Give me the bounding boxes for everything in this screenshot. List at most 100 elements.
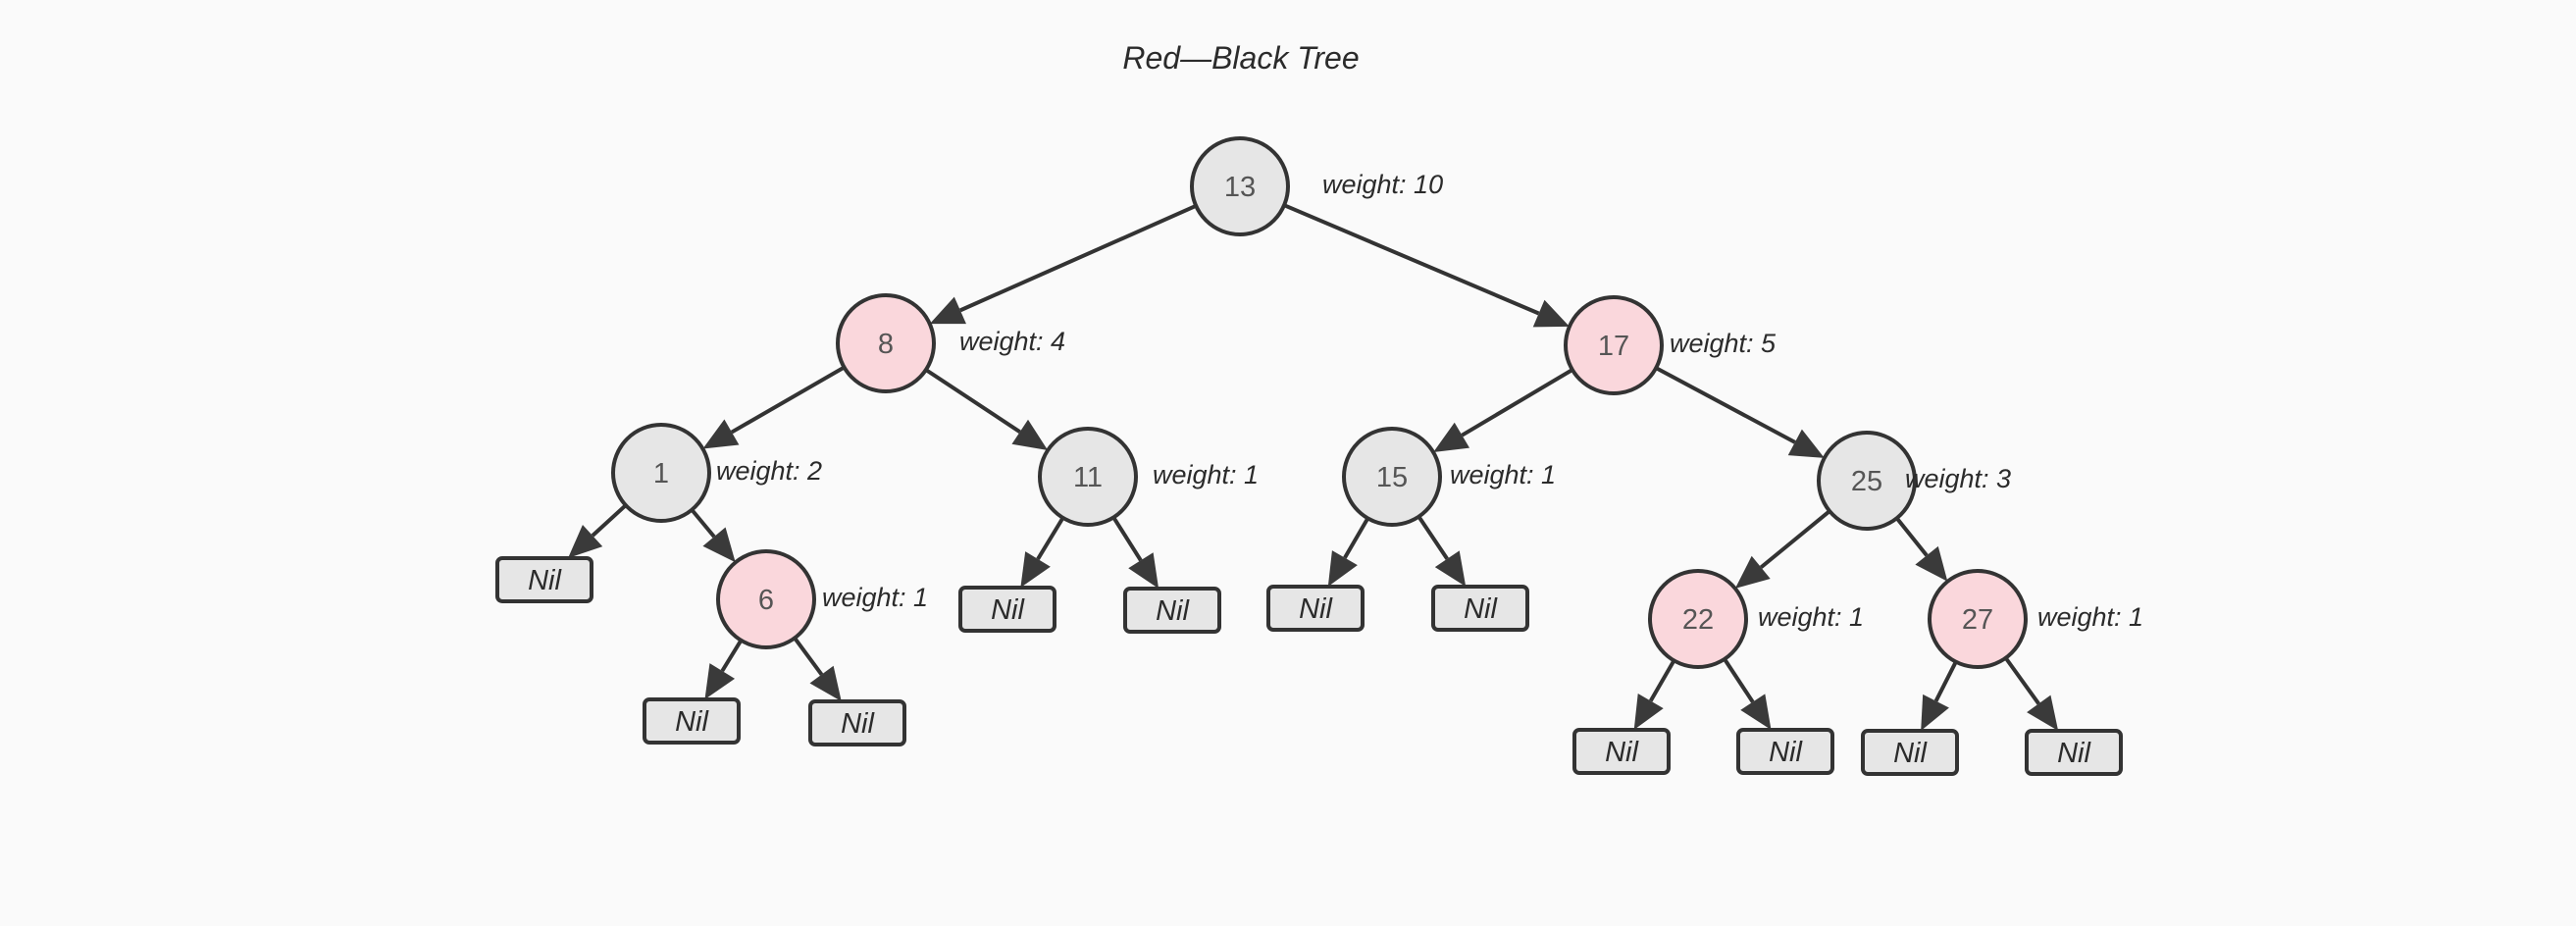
node-circle: [1342, 427, 1442, 527]
nil-label: Nil: [1299, 593, 1333, 625]
node-key-label: 15: [1376, 462, 1408, 493]
tree-edges: [568, 203, 2059, 731]
edge-n8-n11: [924, 368, 1021, 434]
edge-n25-n22: [1759, 509, 1831, 569]
edge-n15-nil7: [1417, 515, 1449, 560]
node-key-label: 6: [758, 585, 774, 616]
nil-label: Nil: [1769, 737, 1803, 768]
arrowhead-icon: [809, 665, 842, 701]
diagram-title: Red—Black Tree: [1122, 40, 1359, 76]
arrowhead-icon: [929, 296, 966, 325]
nil-box: [1431, 585, 1529, 632]
arrowhead-icon: [702, 527, 736, 563]
nil-label: Nil: [528, 565, 562, 596]
node-key-label: 13: [1224, 172, 1256, 203]
nil-box: [2025, 729, 2123, 776]
edge-n27-nil10: [1933, 660, 1958, 702]
edge-n25-n27: [1895, 516, 1929, 557]
arrowhead-icon: [1020, 551, 1051, 588]
tree-node-25: 25 weight: 3: [1817, 431, 2011, 531]
nil-leaf: Nil: [1431, 585, 1529, 632]
arrowhead-icon: [702, 419, 740, 449]
nil-label: Nil: [675, 706, 709, 738]
nil-leaf: Nil: [2025, 729, 2123, 776]
nil-box: [1736, 728, 1834, 775]
edge-n11-nil5: [1111, 516, 1143, 562]
tree-node-1: 1 weight: 2: [611, 423, 822, 523]
arrowhead-icon: [704, 663, 736, 699]
nil-label: Nil: [841, 708, 875, 740]
nil-box: [495, 556, 593, 603]
edge-n6-nil2: [720, 639, 744, 673]
node-weight-label: weight: 4: [959, 327, 1065, 356]
edge-n8-n1: [730, 365, 846, 435]
node-weight-label: weight: 1: [2037, 602, 2143, 632]
node-key-label: 22: [1682, 604, 1714, 636]
arrowhead-icon: [1532, 299, 1570, 328]
node-circle: [1038, 427, 1138, 527]
nil-leaf: Nil: [958, 586, 1056, 633]
node-key-label: 1: [653, 458, 669, 489]
arrowhead-icon: [568, 524, 603, 558]
edge-n17-n15: [1461, 368, 1573, 437]
nil-leaf: Nil: [1572, 728, 1671, 775]
edge-n11-nil4: [1036, 516, 1065, 560]
tree-node-22: 22 weight: 1: [1648, 569, 1864, 669]
node-circle: [1817, 431, 1917, 531]
arrowhead-icon: [1327, 550, 1358, 587]
node-weight-label: weight: 5: [1670, 329, 1777, 358]
node-circle: [611, 423, 711, 523]
nil-box: [1861, 729, 1959, 776]
nil-leaf: Nil: [1861, 729, 1959, 776]
arrowhead-icon: [1740, 694, 1772, 730]
node-circle: [1928, 569, 2028, 669]
nil-box: [958, 586, 1056, 633]
node-weight-label: weight: 1: [822, 583, 928, 612]
arrowhead-icon: [1633, 694, 1664, 730]
nil-box: [1266, 585, 1365, 632]
arrowhead-icon: [1434, 550, 1467, 587]
node-weight-label: weight: 3: [1905, 464, 2011, 493]
node-key-label: 25: [1851, 466, 1882, 497]
nil-label: Nil: [991, 594, 1025, 626]
nil-label: Nil: [1464, 593, 1498, 625]
nil-label: Nil: [1893, 738, 1928, 769]
arrowhead-icon: [1734, 555, 1771, 589]
nil-leaf: Nil: [808, 699, 906, 746]
nil-leaf: Nil: [1736, 728, 1834, 775]
node-key-label: 27: [1962, 604, 1993, 636]
node-circle: [1648, 569, 1748, 669]
arrowhead-icon: [1787, 429, 1825, 458]
tree-node-27: 27 weight: 1: [1928, 569, 2143, 669]
nil-leaf: Nil: [495, 556, 593, 603]
nil-leaf: Nil: [643, 697, 741, 745]
arrowhead-icon: [1128, 552, 1159, 589]
arrowhead-icon: [2027, 694, 2059, 731]
nil-leaf: Nil: [1266, 585, 1365, 632]
nil-box: [808, 699, 906, 746]
arrowhead-icon: [1921, 694, 1949, 731]
nil-box: [1123, 587, 1221, 634]
edge-n13-n17: [1283, 203, 1540, 316]
nil-box: [1572, 728, 1671, 775]
edge-n22-nil9: [1723, 657, 1755, 703]
node-weight-label: weight: 1: [1758, 602, 1864, 632]
tree-node-6: 6 weight: 1: [716, 549, 928, 649]
edge-n13-n8: [959, 204, 1198, 313]
node-key-label: 17: [1598, 331, 1629, 362]
edge-n17-n25: [1655, 366, 1796, 444]
edge-n6-nil3: [793, 637, 824, 676]
node-weight-label: weight: 2: [716, 456, 822, 486]
edge-n15-nil6: [1343, 517, 1370, 559]
edge-n1-nil1: [591, 503, 628, 538]
arrowhead-icon: [1915, 545, 1948, 582]
node-weight-label: weight: 1: [1450, 460, 1556, 489]
tree-node-15: 15 weight: 1: [1342, 427, 1556, 527]
edge-n27-nil11: [2004, 656, 2040, 705]
node-key-label: 11: [1073, 462, 1103, 493]
nil-leaf: Nil: [1123, 587, 1221, 634]
node-key-label: 8: [878, 329, 894, 360]
